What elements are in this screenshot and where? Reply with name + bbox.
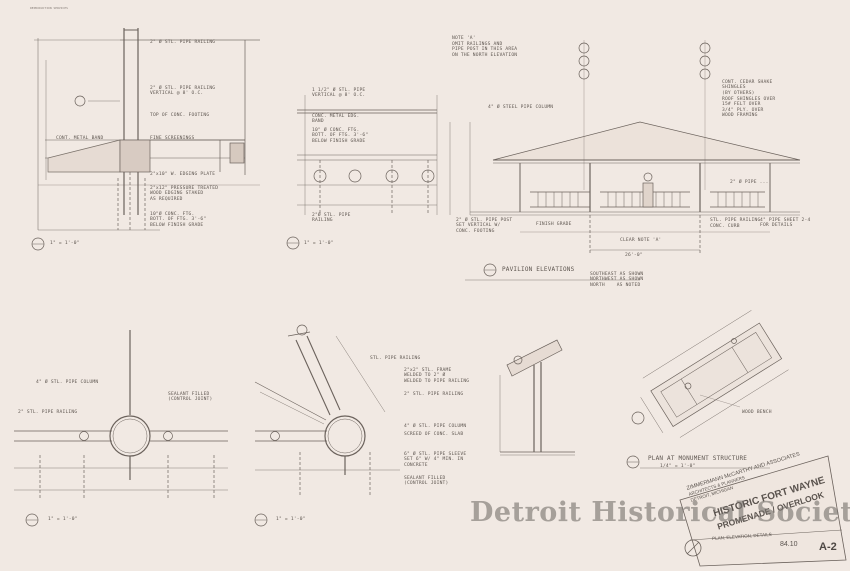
mon-scale: 1/4" = 1'-0" <box>660 464 696 469</box>
d4-railing: STL. PIPE RAILING <box>370 356 421 361</box>
note-a-title: NOTE 'A' <box>452 36 476 41</box>
tb-sheet-number: A-2 <box>819 541 837 553</box>
d4-pipe-railing: 2" STL. PIPE RAILING <box>404 392 464 397</box>
elev-pipe-cap: 2" Ø PIPE ... <box>730 180 769 185</box>
s1-preserved-wood: 2"x12" PRESSURE TREATED WOOD EDGING STAK… <box>150 186 219 202</box>
s2-pipe-vertical: 1 1/2" Ø STL. PIPE VERTICAL @ 8' O.C. <box>312 88 366 99</box>
elev-subtitle: SOUTHEAST AS SHOWN NORTHWEST AS SHOWN NO… <box>590 272 644 288</box>
tb-project-number: 84.10 <box>780 541 798 548</box>
d4-frame: 2"x2" STL. FRAME WELDED TO 2" Ø WELDED T… <box>404 368 470 384</box>
d4-column: 4" Ø STL. PIPE COLUMN <box>404 424 467 429</box>
elev-dimension: 26'-0" <box>625 253 643 258</box>
d4-pipe-sleeve: 6" Ø STL. PIPE SLEEVE SET 6" W/ 4" MIN. … <box>404 452 467 468</box>
mon-title: PLAN AT MONUMENT STRUCTURE <box>648 455 748 462</box>
s1-wood-edging: 2"x10" W. EDGING PLATE <box>150 172 216 177</box>
d3-scale: 1" = 1'-0" <box>48 517 78 522</box>
s1-conc-metal-band: CONT. METAL BAND <box>56 136 104 141</box>
s1-fine-screenings: FINE SCREENINGS <box>150 136 195 141</box>
elev-finish-grade: FINISH GRADE <box>536 222 572 227</box>
repro-stamp: REPRODUCTION SERVICES <box>30 6 68 10</box>
d3-railing: 2" STL. PIPE RAILING <box>18 410 78 415</box>
elev-roof-notes: ROOF SHINGLES OVER 15# FELT OVER 3/4" PL… <box>722 97 776 119</box>
elev-clear-dim: CLEAR NOTE 'A' <box>620 238 662 243</box>
s1-conc-ftg: 10"Ø CONC. FTG. BOTT. OF FTG. 3'-6" BELO… <box>150 212 207 228</box>
elev-railing-left: 2" Ø STL. PIPE POST SET VERTICAL W/ CONC… <box>456 218 513 234</box>
d4-sealant: SEALANT FILLED (CONTROL JOINT) <box>404 476 449 487</box>
elev-column: 4" Ø STEEL PIPE COLUMN <box>488 105 554 110</box>
d4-conc-slab: SCREED OF CONC. SLAB <box>404 432 464 437</box>
elev-title: PAVILION ELEVATIONS <box>502 266 575 273</box>
d3-sealant: SEALANT FILLED (CONTROL JOINT) <box>168 392 213 403</box>
elev-railing-right: STL. PIPE RAILING <box>710 218 761 223</box>
mon-bench: WOOD BENCH <box>742 410 772 415</box>
watermark: Detroit Historical Society <box>470 497 850 528</box>
s2-conc-metal: CONC. METAL EDG. BAND <box>312 114 360 125</box>
s1-railing-detail: 2" Ø STL. PIPE RAILING VERTICAL @ 8' O.C… <box>150 86 216 97</box>
d3-column: 4" Ø STL. PIPE COLUMN <box>36 380 99 385</box>
note-a-text: OMIT RAILINGS AND PIPE POST IN THIS AREA… <box>452 42 518 58</box>
s1-scale: 1" = 1'-0" <box>50 241 80 246</box>
s2-conc-ftg: 10" Ø CONC. FTG. BOTT. OF FTG. 3'-6" BEL… <box>312 128 369 144</box>
s1-top-footing: TOP OF CONC. FOOTING <box>150 113 210 118</box>
elev-gazebo-ref: 4" PIPE SHEET 2-4 FOR DETAILS <box>760 218 811 229</box>
d4-scale: 1" = 1'-0" <box>276 517 306 522</box>
s2-railing: 2"Ø STL. PIPE RAILING <box>312 213 351 224</box>
elev-shingles: CONT. CEDAR SHAKE SHINGLES (BY OTHERS) <box>722 80 773 96</box>
s2-scale: 1" = 1'-0" <box>304 241 334 246</box>
elev-curb: CONC. CURB <box>710 224 740 229</box>
s1-pipe-railing: 2" Ø STL. PIPE RAILING <box>150 40 216 45</box>
